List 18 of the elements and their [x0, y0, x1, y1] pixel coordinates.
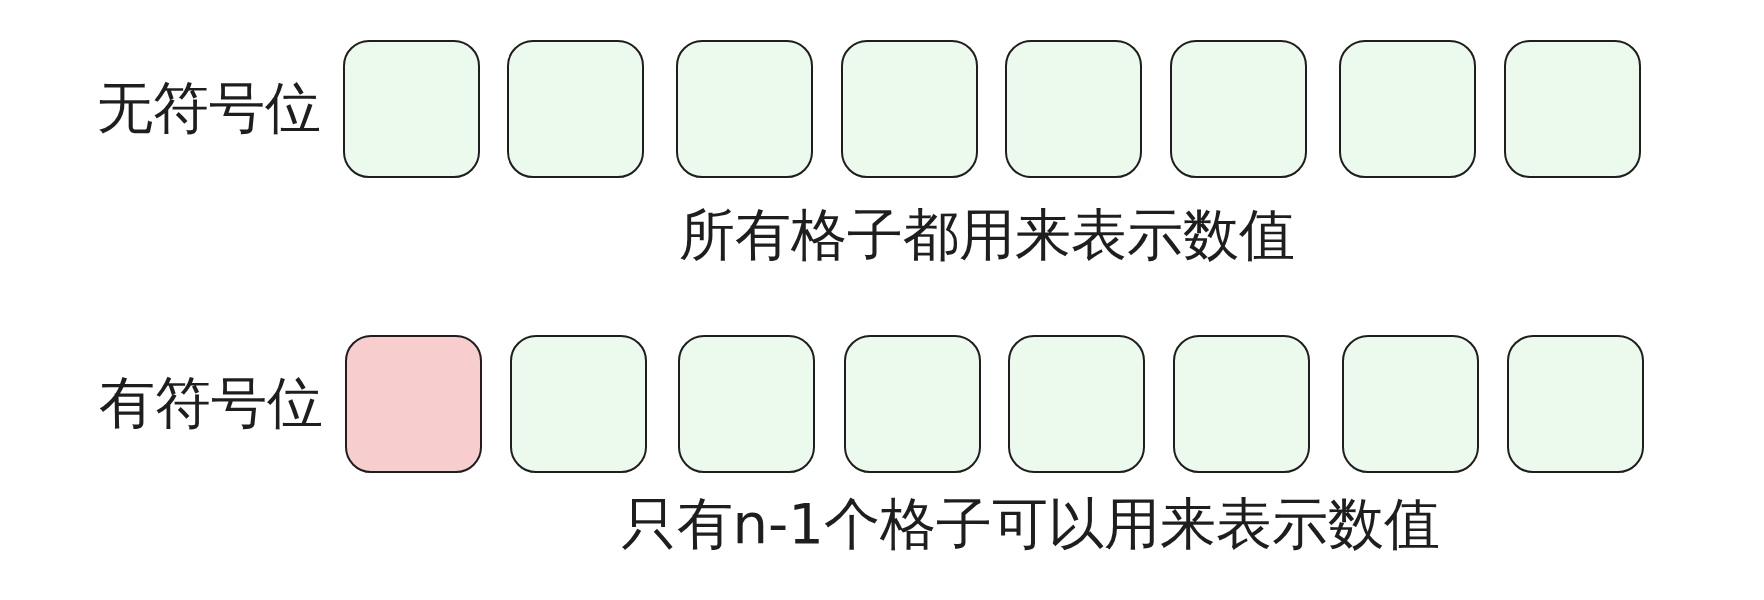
bit-cell: [345, 335, 482, 473]
bit-cell: [676, 40, 813, 178]
bit-cell: [510, 335, 647, 473]
bit-cell: [1342, 335, 1479, 473]
bit-cell: [1507, 335, 1644, 473]
bit-cell: [1170, 40, 1307, 178]
bit-cell: [678, 335, 815, 473]
bit-cell: [1339, 40, 1476, 178]
bit-cell: [507, 40, 644, 178]
row-caption: 所有格子都用来表示数值: [679, 207, 1295, 263]
bit-cell: [1005, 40, 1142, 178]
bit-cell: [1504, 40, 1641, 178]
bit-cell: [841, 40, 978, 178]
bit-cell: [1008, 335, 1145, 473]
bit-cell: [844, 335, 981, 473]
bit-cell: [343, 40, 480, 178]
row-caption: 只有n-1个格子可以用来表示数值: [620, 496, 1440, 552]
bit-cell: [1173, 335, 1310, 473]
